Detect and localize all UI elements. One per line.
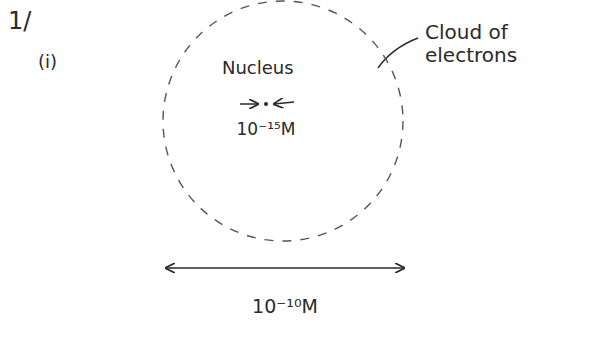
pointer-arrow bbox=[274, 102, 294, 104]
cloud-heading: Cloud of electrons bbox=[425, 21, 555, 67]
dimension-label: 10⁻¹⁵M bbox=[237, 120, 296, 140]
dashed-circle bbox=[163, 1, 403, 241]
nucleus-dot bbox=[264, 102, 268, 106]
part-label: Nucleus bbox=[222, 58, 294, 79]
leader-line bbox=[378, 38, 418, 68]
dimension-arrow bbox=[166, 267, 404, 269]
pointer-arrow bbox=[240, 103, 258, 105]
question-number: (i) bbox=[38, 52, 57, 73]
question-number: 1/ bbox=[8, 8, 31, 36]
dimension-label: 10⁻¹⁰M bbox=[252, 296, 318, 318]
